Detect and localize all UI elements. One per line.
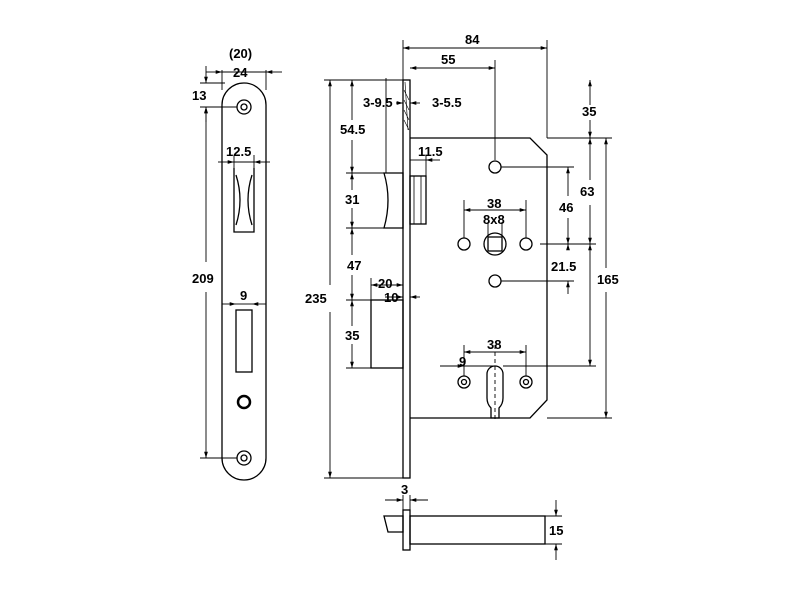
bottom-forend bbox=[402, 509, 411, 551]
dim-spindle-square: 8x8 bbox=[483, 212, 505, 227]
dim-spindle-to-lower-hole: 21.5 bbox=[551, 259, 576, 274]
latch-housing bbox=[409, 175, 427, 225]
case-top-hole bbox=[488, 160, 502, 174]
dimension-labels: (20) 24 13 12.5 209 9 84 55 3-9.5 3-5.5 … bbox=[192, 32, 619, 538]
cylinder-left-hole bbox=[457, 375, 471, 389]
dim-spindle-cylinder-gap: 47 bbox=[347, 258, 361, 273]
dim-overall-height: 235 bbox=[305, 291, 327, 306]
lock-body-view bbox=[370, 79, 548, 479]
faceplate-outline bbox=[221, 82, 267, 481]
dim-bolt-projection: 20 bbox=[378, 276, 392, 291]
dim-latch-offset: 11.5 bbox=[418, 144, 443, 159]
lock-body-dimensions bbox=[324, 40, 612, 479]
cylinder-right-hole bbox=[519, 375, 533, 389]
case-middle-hole bbox=[488, 274, 502, 288]
spindle-follower-hole bbox=[236, 394, 252, 410]
spindle-hub bbox=[483, 232, 507, 256]
faceplate-view bbox=[221, 82, 267, 481]
bottom-screw-hole bbox=[236, 450, 252, 466]
dim-faceplate-width: 24 bbox=[233, 65, 248, 80]
faceplate-dimensions bbox=[200, 66, 282, 459]
dim-cylinder-hole-spacing: 38 bbox=[487, 337, 501, 352]
dim-hole-to-spindle: 46 bbox=[559, 200, 573, 215]
bottom-case bbox=[409, 515, 546, 545]
dim-top-to-latch: 54.5 bbox=[340, 122, 365, 137]
top-screw-hole bbox=[236, 99, 252, 115]
dim-thickness: 3 bbox=[401, 482, 408, 497]
dim-faceplate-length: 209 bbox=[192, 271, 214, 286]
dim-faceplate-width-bracket: (20) bbox=[229, 46, 252, 61]
dim-bolt-offset: 10 bbox=[384, 290, 398, 305]
latch-bolt bbox=[383, 172, 404, 229]
dim-latch-cutout-width: 12.5 bbox=[226, 144, 251, 159]
bottom-latch bbox=[383, 515, 404, 533]
dim-bolt-height: 35 bbox=[345, 328, 359, 343]
lock-case bbox=[410, 137, 548, 419]
dim-case-top-offset: 35 bbox=[582, 104, 596, 119]
dim-hole-offset: 13 bbox=[192, 88, 206, 103]
dim-case-height: 165 bbox=[597, 272, 619, 287]
dim-latch-proj-b: 3-5.5 bbox=[432, 95, 462, 110]
bottom-dimensions bbox=[385, 495, 562, 560]
forend bbox=[402, 79, 411, 479]
bottom-view bbox=[383, 509, 546, 551]
dim-case-thickness: 15 bbox=[549, 523, 563, 538]
latch-cutout bbox=[233, 168, 255, 233]
dim-overall-depth: 84 bbox=[465, 32, 480, 47]
dim-cylinder-offset: 9 bbox=[459, 354, 466, 369]
dim-backset: 55 bbox=[441, 52, 455, 67]
spindle-right-hole bbox=[519, 237, 533, 251]
dim-spindle-hole-spacing: 38 bbox=[487, 196, 501, 211]
dim-latch-height: 31 bbox=[345, 192, 359, 207]
spindle-square bbox=[487, 236, 503, 252]
dead-bolt bbox=[370, 299, 404, 369]
dim-bolt-cutout-width: 9 bbox=[240, 288, 247, 303]
bolt-cutout bbox=[235, 309, 253, 373]
dim-case-to-spindle: 63 bbox=[580, 184, 594, 199]
spindle-left-hole bbox=[457, 237, 471, 251]
dim-latch-proj-a: 3-9.5 bbox=[363, 95, 393, 110]
